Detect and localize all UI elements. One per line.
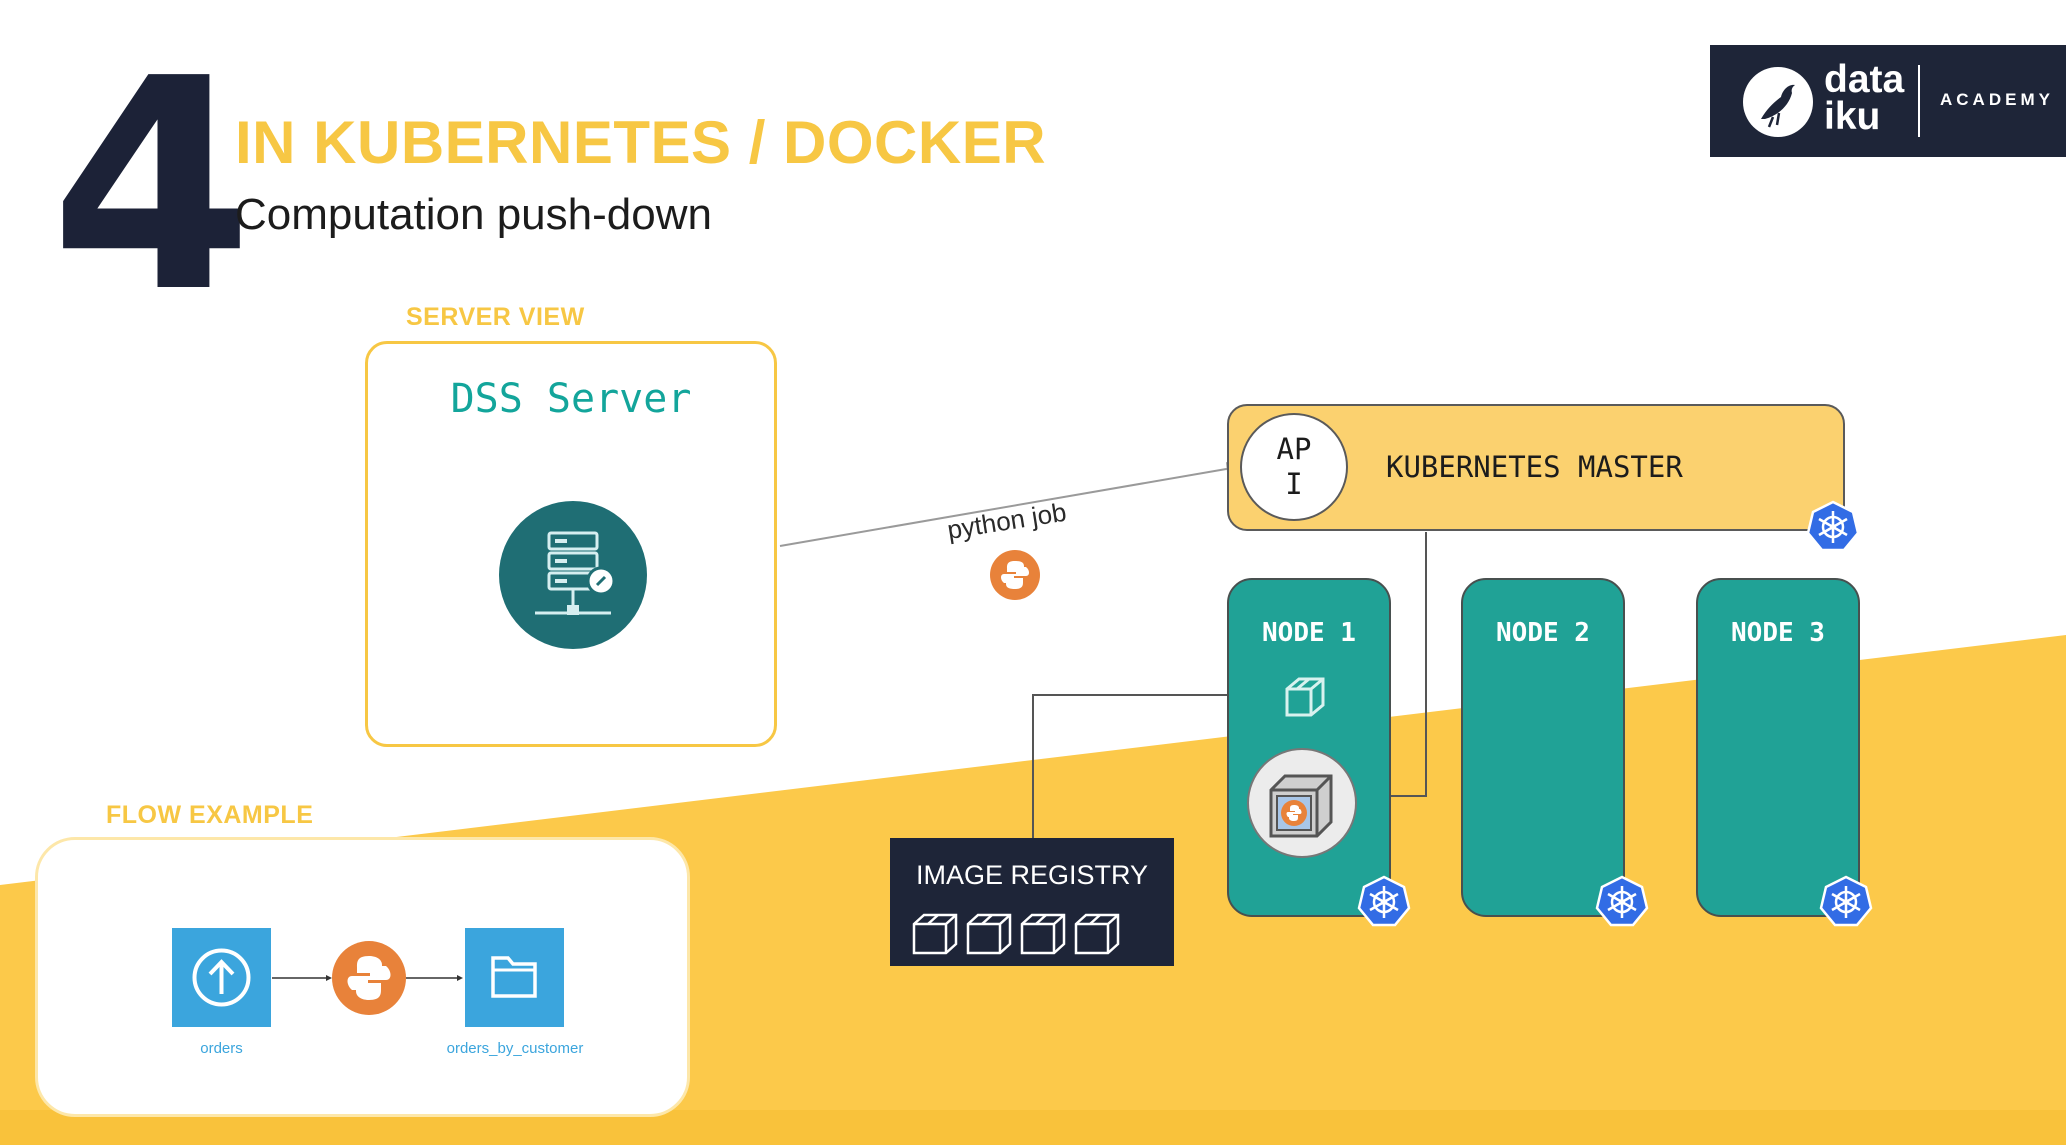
kubernetes-icon-node-2 <box>1595 875 1649 927</box>
dataiku-academy-logo: data iku ACADEMY <box>1710 45 2066 157</box>
flow-example-box: orders orders_by_customer <box>35 837 690 1117</box>
image-registry-label: IMAGE REGISTRY <box>915 860 1149 890</box>
running-python-container-icon <box>1247 748 1357 863</box>
node-2-label: NODE 2 <box>1496 618 1590 648</box>
python-recipe-icon <box>332 941 406 1015</box>
registry-to-node-line <box>1032 694 1270 840</box>
kubernetes-icon-node-1 <box>1357 875 1411 927</box>
node-1-label: NODE 1 <box>1262 618 1356 648</box>
logo-line-1: data <box>1824 58 1905 101</box>
kubernetes-node-3: NODE 3 <box>1696 578 1860 917</box>
kubernetes-icon-node-3 <box>1819 875 1873 927</box>
server-view-label: SERVER VIEW <box>406 303 585 331</box>
kubernetes-node-1: NODE 1 <box>1227 578 1391 917</box>
upload-dataset-icon <box>172 928 271 1027</box>
output-dataset-label: orders_by_customer <box>446 1040 584 1057</box>
folder-dataset-icon <box>465 928 564 1027</box>
kubernetes-master-label: KUBERNETES MASTER <box>1386 450 1683 484</box>
input-dataset-label: orders <box>200 1040 243 1057</box>
logo-tagline: ACADEMY <box>1940 90 2054 109</box>
slide-subtitle: Computation push-down <box>235 190 712 239</box>
image-registry: IMAGE REGISTRY <box>890 838 1174 966</box>
api-circle: API <box>1240 413 1348 521</box>
step-number: 4 <box>50 16 253 356</box>
container-image-icon <box>1281 673 1329 726</box>
server-icon <box>499 501 647 649</box>
kubernetes-master: API KUBERNETES MASTER <box>1227 404 1845 531</box>
dss-server-title: DSS Server <box>450 376 692 422</box>
node-3-label: NODE 3 <box>1731 618 1825 648</box>
kubernetes-icon-master <box>1806 500 1860 552</box>
bird-logo-icon <box>1743 67 1813 137</box>
flow-example-label: FLOW EXAMPLE <box>106 801 314 829</box>
logo-line-2: iku <box>1824 95 1881 138</box>
logo-wordmark: data iku <box>1824 58 1905 138</box>
container-box-icons <box>912 913 1120 955</box>
slide-title: IN KUBERNETES / DOCKER <box>235 109 1047 176</box>
api-label: API <box>1276 432 1312 501</box>
kubernetes-node-2: NODE 2 <box>1461 578 1625 917</box>
flow-diagram <box>172 928 564 1027</box>
logo-divider <box>1918 65 1920 137</box>
python-job-arrow <box>779 467 1233 547</box>
dss-server-box: DSS Server <box>365 341 777 747</box>
python-icon <box>990 550 1040 605</box>
